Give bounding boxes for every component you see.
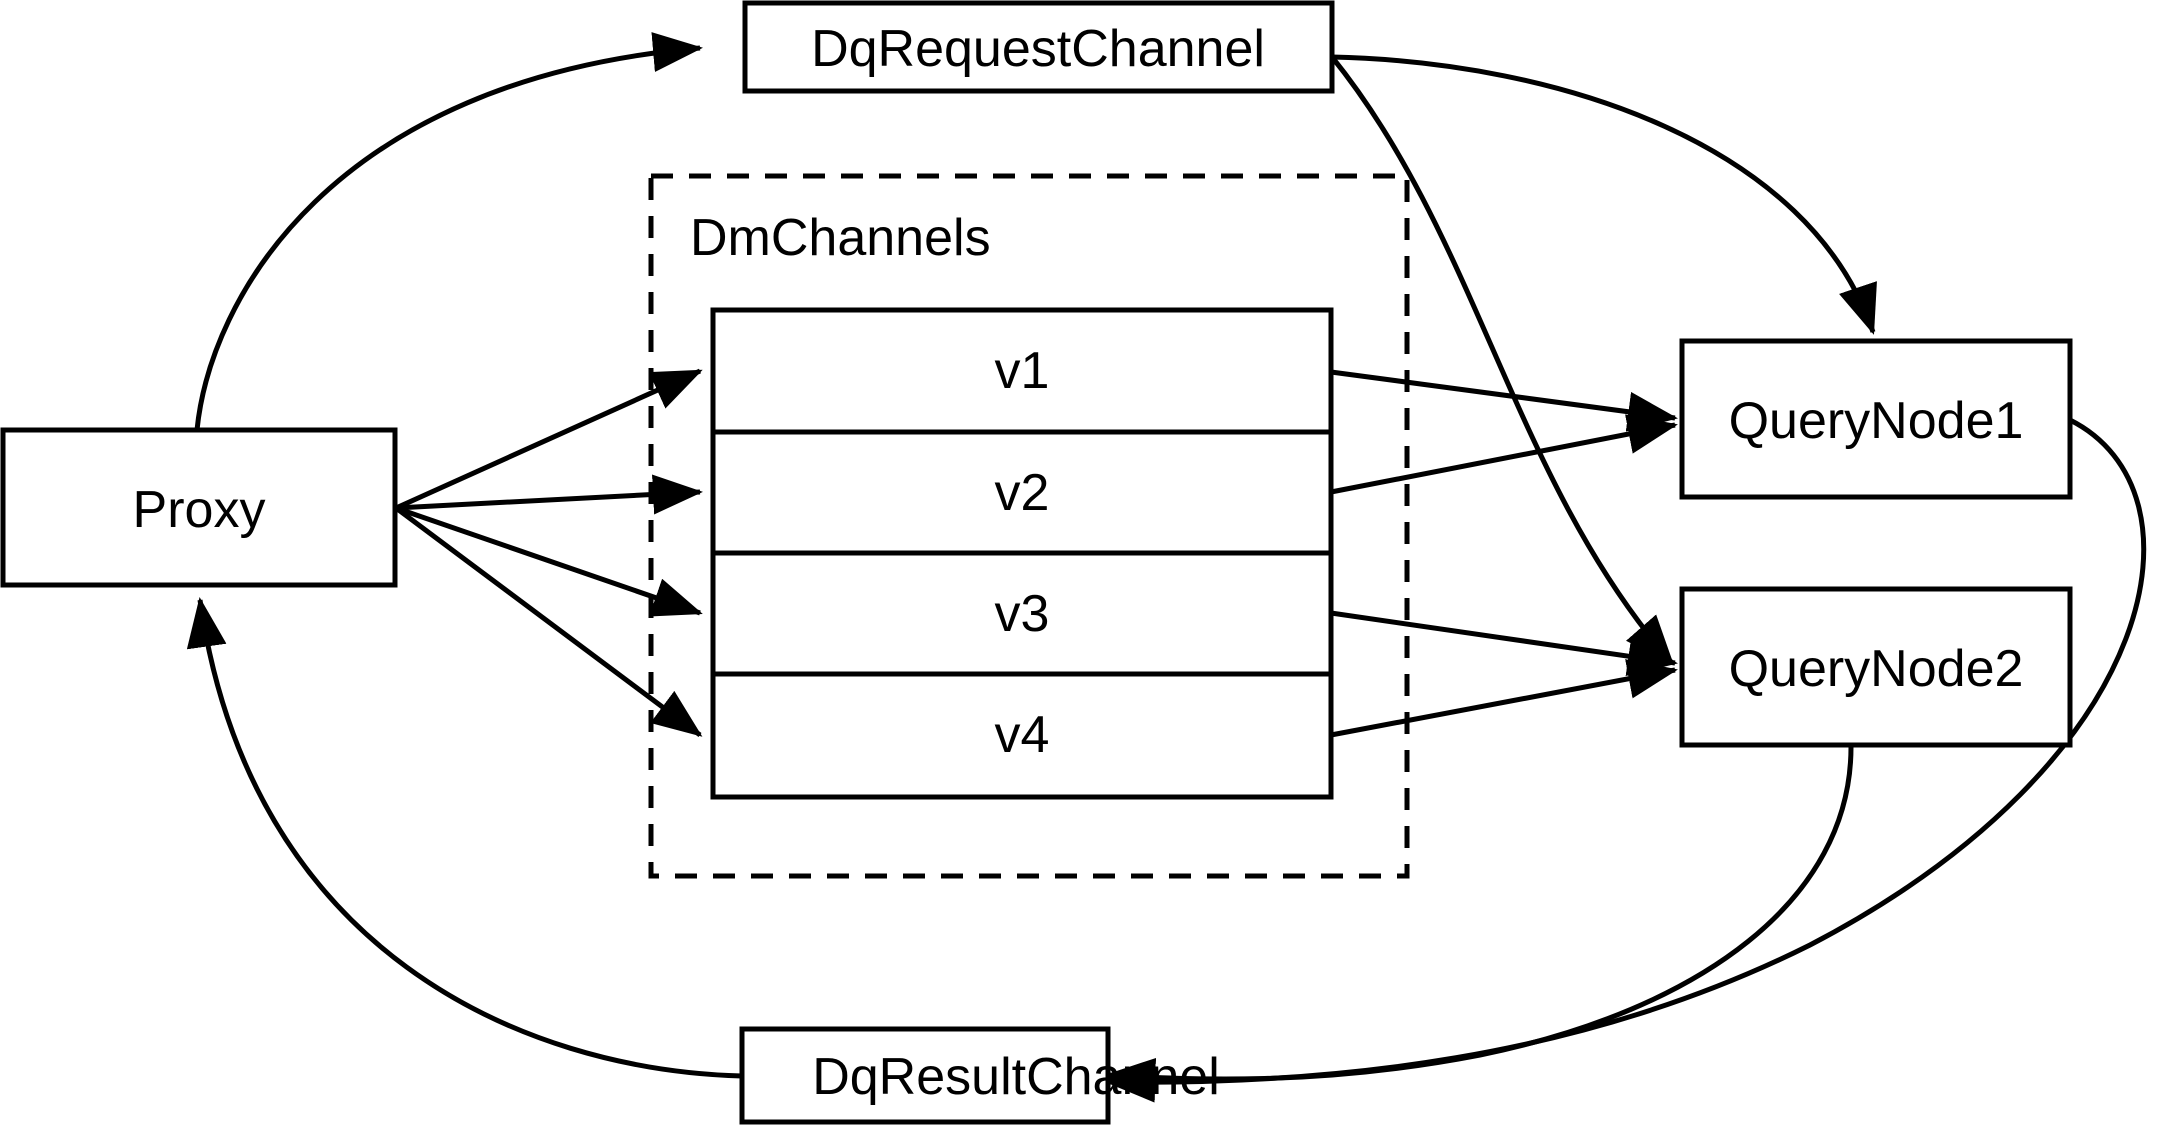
node-proxy-label: Proxy (133, 481, 266, 539)
dm-channels-group (648, 173, 1410, 879)
edge-v4-to-query-node-2 (1330, 659, 1678, 738)
shard-label-v3: v3 (995, 585, 1050, 643)
node-query-node-2[interactable] (1679, 586, 2073, 748)
shard-label-v4: v4 (995, 706, 1050, 764)
edge-v1-to-query-node-1 (1330, 369, 1678, 432)
node-dq-request-channel[interactable] (742, 0, 1335, 94)
node-dq-result-channel[interactable] (739, 1026, 1111, 1125)
node-query-node-2-label: QueryNode2 (1729, 640, 2024, 698)
node-dq-result-channel-label: DqResultChannel (812, 1048, 1220, 1106)
edge-proxy-to-dq-request-channel (194, 32, 703, 431)
edge-proxy-to-v3 (395, 505, 703, 617)
edge-dq-request-channel-to-query-node-2 (1330, 55, 1674, 666)
edge-proxy-to-v2 (395, 474, 703, 515)
shard-label-v2: v2 (995, 464, 1050, 522)
edge-proxy-to-v4 (394, 505, 703, 738)
edge-v3-to-query-node-2 (1330, 610, 1678, 677)
node-query-node-1-label: QueryNode1 (1729, 392, 2024, 450)
edge-dq-request-channel-to-query-node-1 (1331, 54, 1877, 335)
edge-dq-result-channel-to-proxy (186, 597, 743, 1079)
node-proxy[interactable] (0, 427, 398, 588)
node-dq-request-channel-label: DqRequestChannel (811, 20, 1265, 78)
edge-proxy-to-v1 (394, 368, 703, 511)
edge-query-node-2-to-dq-result-channel (1105, 746, 1854, 1098)
node-query-node-1[interactable] (1679, 338, 2073, 500)
dm-channels-group-label: DmChannels (690, 209, 991, 267)
shard-label-v1: v1 (995, 342, 1050, 400)
edge-v2-to-query-node-1 (1330, 414, 1678, 495)
